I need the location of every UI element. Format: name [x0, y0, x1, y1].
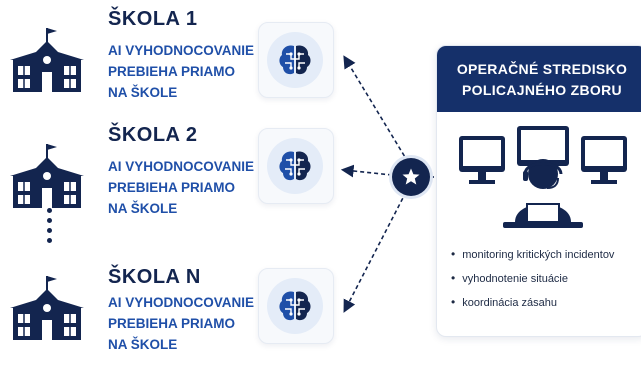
- school-building-icon: [10, 144, 84, 208]
- star-icon: [402, 168, 420, 185]
- list-item: koordinácia zásahu: [451, 290, 614, 314]
- school-description: AI VYHODNOCOVANIE PREBIEHA PRIAMO NA ŠKO…: [108, 295, 255, 352]
- school-building-icon: [10, 28, 84, 92]
- ai-brain-card-n: [258, 268, 334, 344]
- school-title: ŠKOLA 1: [108, 8, 198, 30]
- list-item: vyhodnotenie situácie: [451, 266, 614, 290]
- school-building-icon: [10, 276, 84, 340]
- operator-with-monitors-icon: [459, 126, 627, 228]
- connector-lines: [340, 55, 434, 313]
- list-item: monitoring kritických incidentov: [451, 242, 614, 266]
- school-2: ŠKOLA 2 AI VYHODNOCOVANIE PREBIEHA PRIAM…: [0, 120, 260, 230]
- operations-center-card: OPERAČNÉ STREDISKO POLICAJNÉHO ZBORU mon…: [436, 45, 641, 337]
- school-title: ŠKOLA 2: [108, 124, 198, 146]
- school-title: ŠKOLA N: [108, 266, 201, 288]
- ai-brain-icon: [279, 151, 311, 181]
- arrow-to-school-2: [340, 164, 393, 178]
- ai-brain-icon: [279, 291, 311, 321]
- more-schools-ellipsis: [44, 208, 54, 248]
- school-n: ŠKOLA N AI VYHODNOCOVANIE PREBIEHA PRIAM…: [0, 262, 260, 372]
- arrow-to-school-n: [343, 191, 407, 313]
- ai-brain-card-1: [258, 22, 334, 98]
- center-title-line-2: POLICAJNÉHO ZBORU: [462, 82, 622, 98]
- center-title-line-1: OPERAČNÉ STREDISKO: [456, 61, 628, 77]
- operations-center-header: OPERAČNÉ STREDISKO POLICAJNÉHO ZBORU: [437, 46, 641, 112]
- school-description: AI VYHODNOCOVANIE PREBIEHA PRIAMO NA ŠKO…: [108, 159, 255, 216]
- school-1: ŠKOLA 1 AI VYHODNOCOVANIE PREBIEHA PRIAM…: [0, 4, 260, 114]
- ai-brain-icon: [279, 45, 311, 75]
- ai-brain-card-2: [258, 128, 334, 204]
- arrow-to-school-1: [343, 55, 409, 163]
- hub-node: [392, 158, 430, 196]
- school-description: AI VYHODNOCOVANIE PREBIEHA PRIAMO NA ŠKO…: [108, 43, 255, 100]
- center-task-list: monitoring kritických incidentov vyhodno…: [451, 242, 614, 314]
